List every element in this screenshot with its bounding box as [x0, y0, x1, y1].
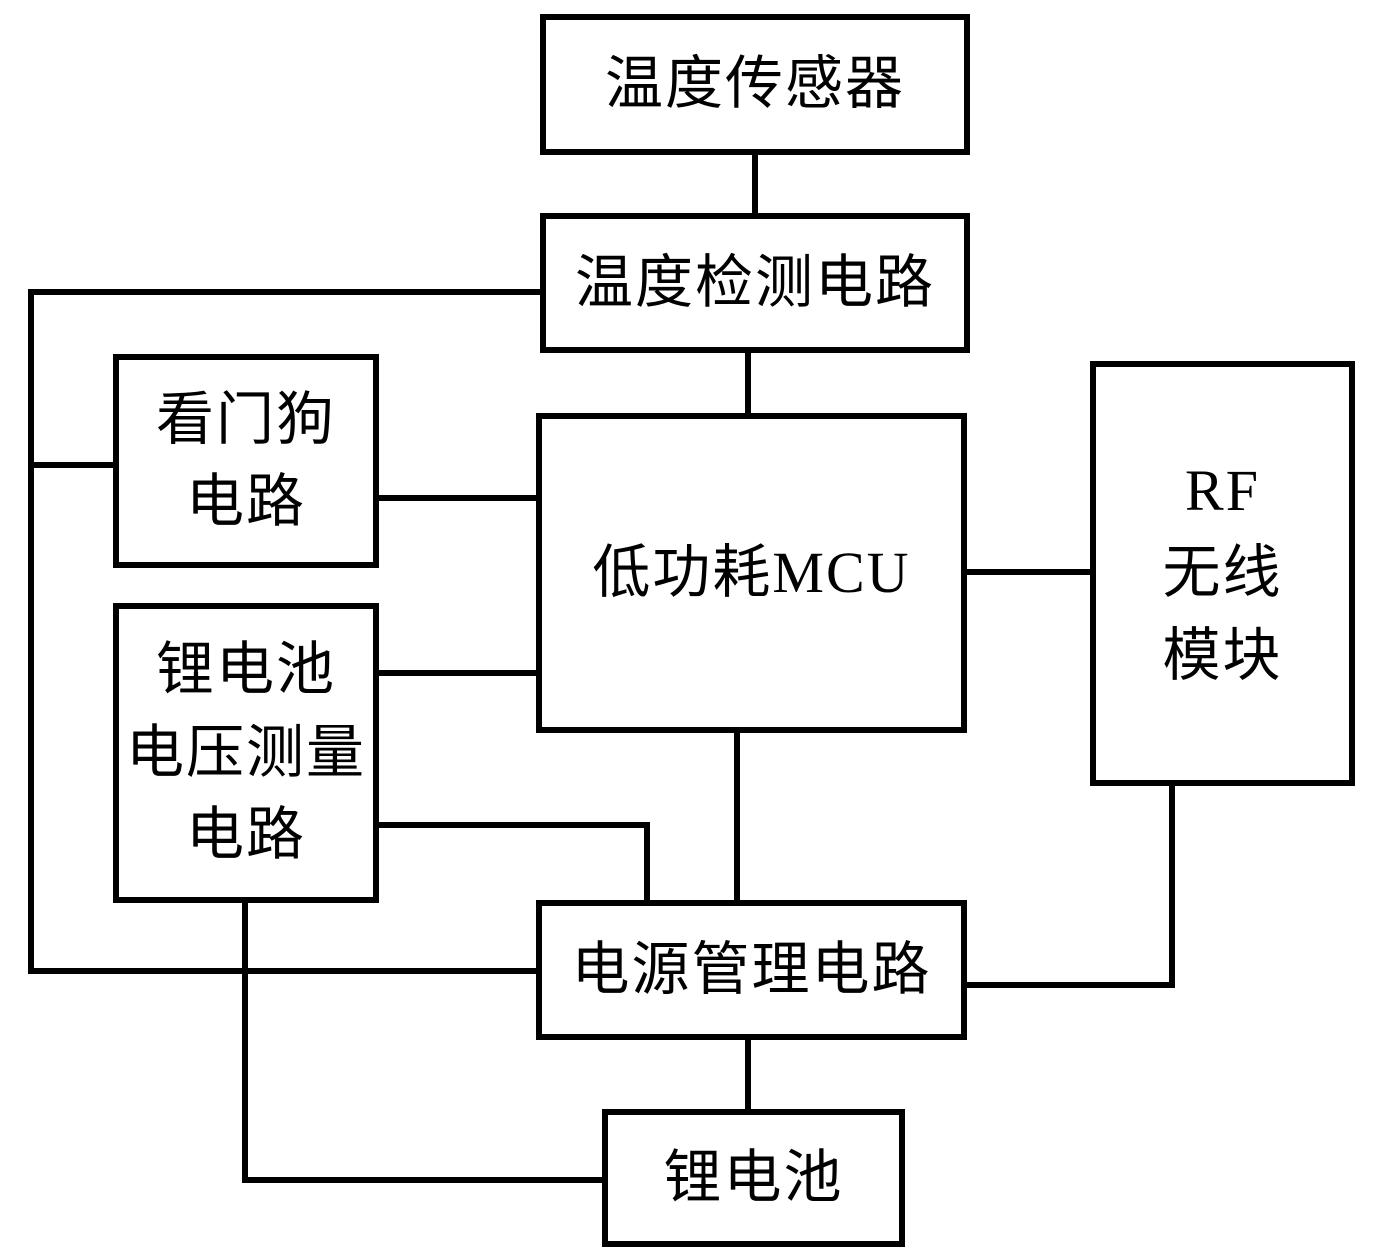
- node-power-management-circuit-label: 电源管理电路: [571, 936, 932, 1002]
- node-lithium-battery: 锂电池: [602, 1109, 905, 1247]
- wire-mcu-to-power: [734, 733, 740, 900]
- wire-detect-to-leftbus: [28, 289, 540, 295]
- node-temperature-detect-circuit: 温度检测电路: [540, 213, 970, 353]
- wire-mcu-to-rf: [967, 569, 1090, 575]
- node-low-power-mcu: 低功耗MCU: [536, 413, 967, 733]
- node-watchdog-circuit-label: 看门狗 电路: [155, 386, 336, 534]
- wire-watchdog-to-mcu: [379, 495, 536, 501]
- wire-left-bus-vertical: [28, 289, 34, 974]
- node-watchdog-circuit: 看门狗 电路: [113, 354, 379, 568]
- node-power-management-circuit: 电源管理电路: [536, 900, 967, 1040]
- wire-power-to-rf-vertical: [1169, 786, 1175, 988]
- node-lithium-battery-label: 锂电池: [663, 1144, 844, 1210]
- node-temperature-detect-circuit-label: 温度检测电路: [574, 249, 935, 315]
- wire-battmeas-to-power-vertical: [644, 822, 650, 900]
- wire-leftbus-to-watchdog: [28, 462, 113, 468]
- wire-power-to-battery: [745, 1040, 751, 1109]
- wire-battmeas-to-battery-horizontal: [242, 1177, 602, 1183]
- node-low-power-mcu-label: 低功耗MCU: [592, 539, 911, 605]
- node-battery-voltage-measure-circuit-label: 锂电池 电压测量 电路: [125, 637, 366, 868]
- node-rf-wireless-module-label: RF 无线 模块: [1162, 457, 1283, 688]
- node-temperature-sensor: 温度传感器: [540, 14, 970, 155]
- wire-leftbus-to-power: [28, 968, 536, 974]
- wire-power-to-rf-horizontal: [967, 982, 1175, 988]
- wire-battmeas-to-mcu: [379, 670, 536, 676]
- wire-battmeas-to-battery-vertical: [242, 903, 248, 1183]
- node-temperature-sensor-label: 温度传感器: [604, 51, 905, 117]
- node-battery-voltage-measure-circuit: 锂电池 电压测量 电路: [113, 603, 379, 903]
- wire-sensor-to-detect: [752, 155, 758, 213]
- wire-battmeas-to-power-horizontal: [379, 822, 650, 828]
- node-rf-wireless-module: RF 无线 模块: [1090, 361, 1355, 786]
- wire-detect-to-mcu: [745, 353, 751, 413]
